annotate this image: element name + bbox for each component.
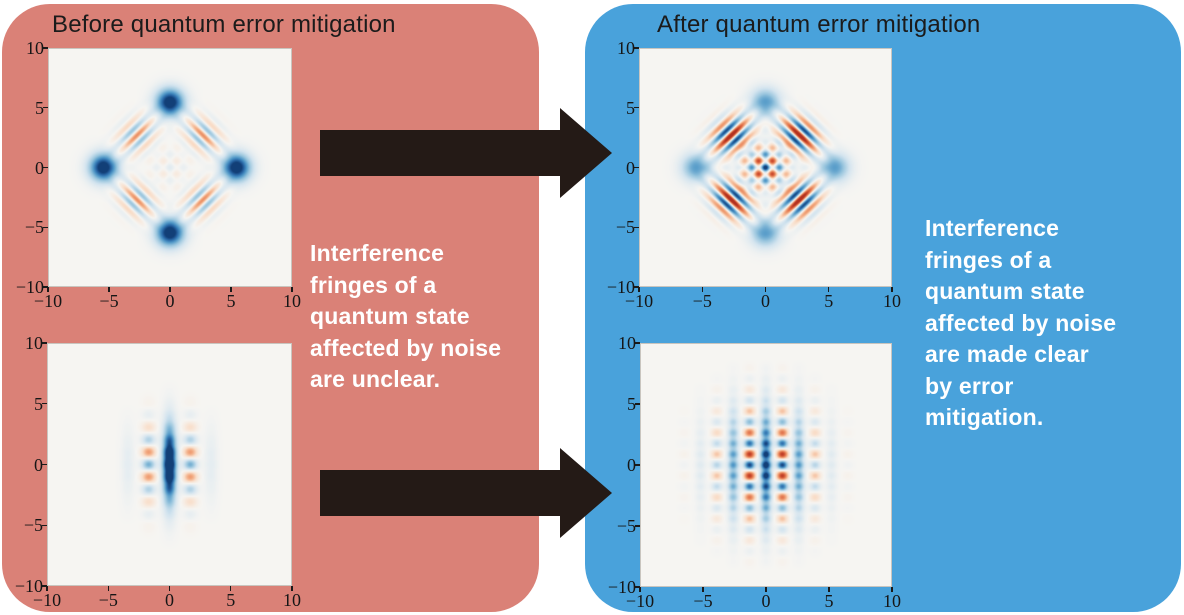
x-tickmark (639, 587, 641, 592)
x-tickmark (108, 287, 110, 292)
y-tick-label: 10 (617, 38, 635, 58)
x-tickmark (291, 287, 293, 292)
y-tickmark (635, 464, 640, 466)
y-tickmark (634, 107, 639, 109)
y-tickmark (43, 107, 48, 109)
y-tick-label: −5 (23, 515, 43, 536)
x-tick-label: 5 (824, 591, 834, 611)
x-tickmark (107, 586, 109, 591)
x-tick-label: 5 (824, 291, 834, 311)
y-tick-label: 5 (626, 97, 635, 118)
y-tickmark (43, 166, 48, 169)
x-tick-label: 10 (283, 590, 301, 610)
y-tick-label: −5 (616, 516, 636, 536)
y-tick-label: −10 (607, 577, 636, 597)
x-tickmark (764, 287, 767, 292)
x-tick-label: 5 (226, 590, 236, 610)
x-tickmark (702, 587, 704, 592)
y-tickmark (634, 286, 639, 288)
y-tickmark (42, 585, 47, 587)
x-tickmark (291, 586, 293, 591)
x-tickmark (638, 287, 640, 292)
y-tickmark (43, 226, 48, 228)
x-tickmark (701, 287, 703, 292)
y-tickmark (635, 403, 640, 405)
x-tickmark (46, 586, 48, 591)
x-tick-label: −5 (99, 291, 119, 311)
x-tick-label: −10 (624, 291, 654, 311)
plot-after-cat: −10 −5 0 5 10 10 5 0 −5 −10 (607, 39, 901, 310)
y-tick-label: −10 (14, 576, 43, 596)
y-tick-label: 10 (618, 333, 636, 353)
caption-after: Interference fringes of a quantum state … (925, 215, 1117, 430)
y-tick-label: 5 (627, 394, 636, 414)
x-tickmark (891, 587, 893, 592)
x-tickmark (828, 587, 830, 592)
x-tick-label: −5 (692, 291, 712, 311)
arrow-polygon (320, 108, 612, 198)
x-tick-label: −5 (693, 591, 713, 611)
x-tick-label: 0 (761, 291, 770, 311)
x-tick-label: 0 (761, 591, 771, 611)
panel-after: After quantum error mitigation −10 −5 0 5 10… (585, 4, 1181, 612)
x-tickmark (47, 287, 49, 292)
arrow-right-top-icon (320, 108, 612, 198)
y-tickmark (634, 226, 639, 228)
y-tick-label: 10 (26, 38, 44, 58)
before-grid-heatmap (47, 343, 292, 586)
x-tickmark (169, 287, 171, 292)
x-tick-label: 0 (165, 291, 175, 311)
y-tickmark (635, 342, 640, 344)
y-tick-label: 0 (35, 157, 44, 178)
y-tickmark (42, 342, 47, 344)
y-tick-label: 10 (25, 333, 43, 353)
y-tickmark (635, 586, 640, 588)
x-tick-label: −10 (33, 291, 63, 311)
x-tick-label: 0 (165, 590, 174, 610)
panel-after-title: After quantum error mitigation (657, 11, 981, 38)
x-tickmark (230, 586, 232, 591)
y-tick-label: 5 (34, 393, 43, 414)
y-tickmark (42, 524, 47, 526)
y-tickmark (43, 47, 48, 49)
x-tick-label: 10 (883, 291, 901, 311)
plot-before-cat: −10 −5 0 5 10 10 5 0 −5 −10 (16, 39, 301, 310)
y-tick-label: −5 (615, 217, 635, 238)
y-tick-label: 0 (626, 157, 635, 178)
y-tick-label: 5 (35, 97, 44, 118)
y-tickmark (635, 525, 640, 527)
y-tick-label: −10 (606, 277, 635, 297)
y-tickmark (634, 47, 639, 49)
y-tickmark (42, 463, 47, 466)
plot-after-grid: −10 −5 0 5 10 10 5 0 −5 −10 (608, 334, 901, 610)
before-cat-heatmap (48, 48, 292, 287)
arrow-right-bottom-icon (320, 448, 612, 538)
y-tickmark (43, 286, 48, 288)
y-tick-label: 0 (34, 454, 43, 475)
panel-before-title: Before quantum error mitigation (52, 11, 396, 38)
y-tickmark (634, 166, 639, 169)
x-tick-label: −5 (98, 590, 118, 610)
plot-before-grid: −10 −5 0 5 10 10 5 0 −5 −10 (15, 334, 301, 609)
x-tickmark (230, 287, 232, 292)
x-tickmark (891, 287, 893, 292)
x-tick-label: 10 (883, 591, 901, 611)
caption-before: Interference fringes of a quantum state … (310, 240, 502, 392)
x-tick-label: −10 (625, 591, 655, 611)
y-tick-label: −10 (15, 277, 44, 297)
y-tick-label: −5 (24, 217, 44, 238)
y-tickmark (42, 403, 47, 405)
arrow-polygon (320, 448, 612, 538)
panel-before: Before quantum error mitigation −10 −5 0 5 1… (2, 4, 539, 612)
x-tick-label: −10 (32, 590, 62, 610)
x-tickmark (828, 287, 830, 292)
x-tickmark (765, 587, 767, 592)
x-tickmark (168, 586, 171, 591)
x-tick-label: 10 (283, 291, 301, 311)
x-tick-label: 5 (226, 291, 236, 311)
after-grid-heatmap (640, 343, 892, 587)
after-cat-heatmap (639, 48, 892, 287)
y-tick-label: 0 (627, 455, 636, 475)
